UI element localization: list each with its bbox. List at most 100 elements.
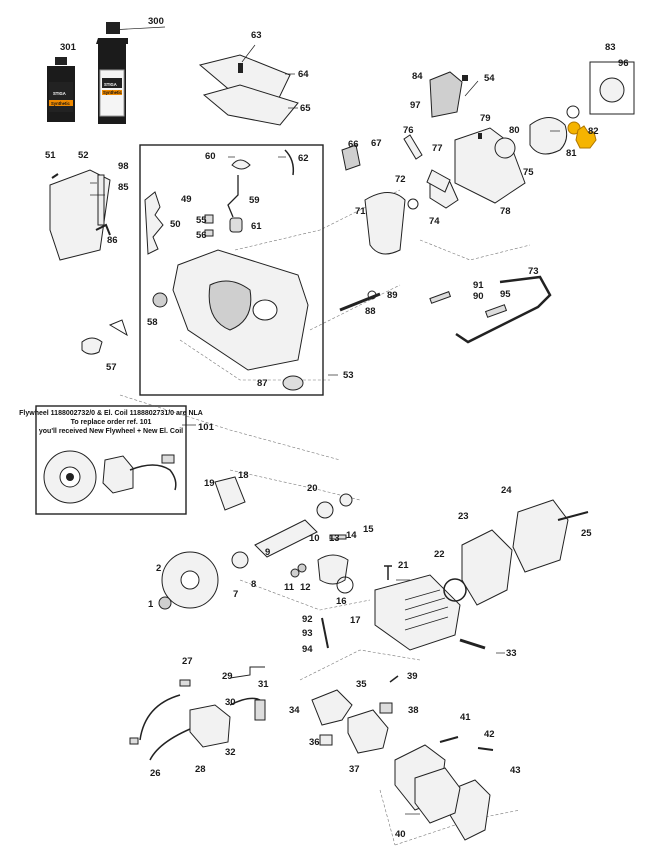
- label-21: 21: [398, 560, 409, 571]
- label-101: 101: [198, 422, 215, 433]
- note-line-1: Flywheel 1188002732/0 & El. Coil 1188802…: [19, 410, 203, 417]
- oil-bottle-small: STIGA Synthetic: [47, 57, 75, 122]
- note-line-2: To replace order ref. 101: [71, 419, 152, 426]
- label-16: 16: [336, 596, 347, 607]
- label-29: 29: [222, 671, 233, 682]
- note-frame: [35, 405, 187, 515]
- label-86: 86: [107, 235, 118, 246]
- label-74: 74: [429, 216, 440, 227]
- flywheel-coil-kit: [43, 450, 177, 504]
- label-19: 19: [204, 478, 215, 489]
- label-83: 83: [605, 42, 616, 53]
- label-49: 49: [181, 194, 192, 205]
- label-97: 97: [410, 100, 421, 111]
- label-34: 34: [289, 705, 300, 716]
- label-59: 59: [249, 195, 260, 206]
- label-18: 18: [238, 470, 249, 481]
- label-81: 81: [566, 148, 577, 159]
- label-15: 15: [363, 524, 374, 535]
- bottle-small-brand: STIGA: [53, 91, 66, 96]
- label-90: 90: [473, 291, 484, 302]
- label-76: 76: [403, 125, 414, 136]
- label-71: 71: [355, 206, 366, 217]
- label-26: 26: [150, 768, 161, 779]
- label-11: 11: [284, 582, 295, 593]
- label-42: 42: [484, 729, 495, 740]
- chain-brake-parts: [341, 144, 451, 255]
- label-36: 36: [309, 737, 320, 748]
- label-13: 13: [329, 533, 340, 544]
- label-52: 52: [78, 150, 89, 161]
- label-27: 27: [182, 656, 193, 667]
- leader-lines: [90, 26, 560, 815]
- label-93: 93: [302, 628, 313, 639]
- label-300: 300: [148, 16, 164, 27]
- crankcase-group-frame: [139, 144, 324, 396]
- label-33: 33: [506, 648, 517, 659]
- label-50: 50: [170, 219, 181, 230]
- oil-bottle-large: STIGA Synthetic: [96, 22, 128, 124]
- label-67: 67: [371, 138, 382, 149]
- label-75: 75: [523, 167, 534, 178]
- label-8: 8: [251, 579, 256, 590]
- top-cover: [198, 54, 299, 126]
- label-40: 40: [395, 829, 406, 840]
- cylinder-muffler: [374, 499, 589, 651]
- label-82: 82: [588, 126, 599, 137]
- label-28: 28: [195, 764, 206, 775]
- label-25: 25: [581, 528, 592, 539]
- label-57: 57: [106, 362, 117, 373]
- label-12: 12: [300, 582, 311, 593]
- label-17: 17: [350, 615, 361, 626]
- label-37: 37: [349, 764, 360, 775]
- label-58: 58: [147, 317, 158, 328]
- label-41: 41: [460, 712, 471, 723]
- label-98: 98: [118, 161, 129, 172]
- label-51: 51: [45, 150, 56, 161]
- label-91: 91: [473, 280, 484, 291]
- label-43: 43: [510, 765, 521, 776]
- label-24: 24: [501, 485, 512, 496]
- label-73: 73: [528, 266, 539, 277]
- label-301: 301: [60, 42, 77, 53]
- label-30: 30: [225, 697, 236, 708]
- label-10: 10: [309, 533, 320, 544]
- label-80: 80: [509, 125, 520, 136]
- label-14: 14: [346, 530, 357, 541]
- label-39: 39: [407, 671, 418, 682]
- bottle-large-brand: STIGA: [104, 82, 117, 87]
- label-1: 1: [148, 599, 154, 610]
- label-60: 60: [205, 151, 216, 162]
- label-92: 92: [302, 614, 313, 625]
- hand-pointer-icon: [575, 125, 597, 149]
- label-22: 22: [434, 549, 445, 560]
- label-32: 32: [225, 747, 236, 758]
- label-64: 64: [298, 69, 309, 80]
- label-20: 20: [307, 483, 318, 494]
- label-23: 23: [458, 511, 469, 522]
- label-9: 9: [265, 547, 270, 558]
- label-53: 53: [343, 370, 354, 381]
- part-number-labels: 300 301 63 64 65 83 96 84 54 97 79 80 82…: [45, 16, 629, 840]
- label-62: 62: [298, 153, 309, 164]
- label-56: 56: [196, 230, 207, 241]
- handle-rod: [339, 275, 552, 344]
- bottle-small-label: Synthetic: [51, 101, 71, 106]
- label-87: 87: [257, 378, 268, 389]
- label-35: 35: [356, 679, 367, 690]
- label-2: 2: [156, 563, 161, 574]
- label-96: 96: [618, 58, 629, 69]
- label-61: 61: [251, 221, 262, 232]
- crankshaft-group: [214, 476, 354, 594]
- label-84: 84: [412, 71, 423, 82]
- label-54: 54: [484, 73, 495, 84]
- label-63: 63: [251, 30, 262, 41]
- label-38: 38: [408, 705, 419, 716]
- sprocket-cover: [49, 169, 111, 261]
- note-text: Flywheel 1188002732/0 & El. Coil 1188802…: [19, 410, 203, 435]
- flywheel: [158, 551, 219, 610]
- note-line-3: you'll received New Flywheel + New El. C…: [39, 428, 183, 435]
- label-31: 31: [258, 679, 269, 690]
- ignition-parts: [129, 666, 266, 761]
